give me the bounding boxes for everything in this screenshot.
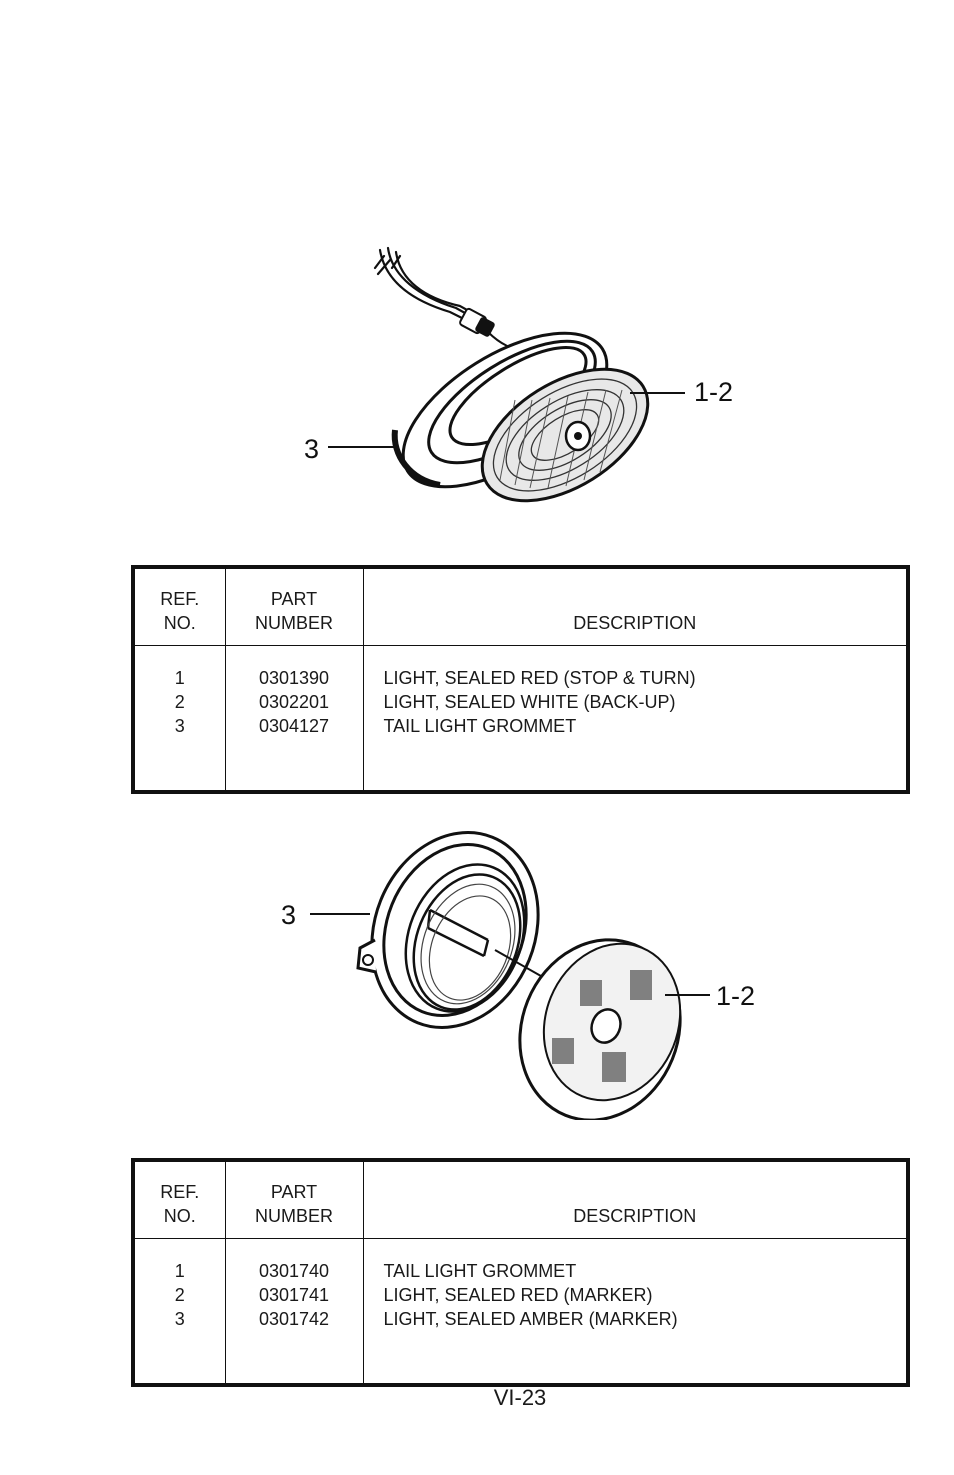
table-row: 0301742	[258, 1309, 330, 1329]
part-number-cell: 0301740 0301741 0301742	[224, 1238, 364, 1385]
parts-table-1: REF. NO. PART NUMBER DESCRIPTION 1 2 3 0…	[131, 565, 910, 794]
ref-no-header: REF. NO.	[132, 1160, 226, 1239]
description-header: DESCRIPTION	[362, 567, 909, 646]
description-header: DESCRIPTION	[362, 1160, 909, 1239]
table-row: 0301740	[258, 1261, 330, 1281]
table-row: 2	[174, 1285, 185, 1305]
ref-no-cell: 1 2 3	[132, 1238, 226, 1385]
round-marker-light-illustration	[310, 831, 710, 1120]
figure2-callout-light: 1-2	[716, 981, 756, 1011]
table-row: 0302201	[258, 692, 330, 712]
table-row: LIGHT, SEALED RED (STOP & TURN)	[383, 668, 696, 688]
description-cell: TAIL LIGHT GROMMET LIGHT, SEALED RED (MA…	[362, 1238, 909, 1385]
table-row: TAIL LIGHT GROMMET	[383, 1261, 577, 1281]
table-header-row: REF. NO. PART NUMBER DESCRIPTION	[132, 567, 909, 646]
table-row: LIGHT, SEALED RED (MARKER)	[383, 1285, 653, 1305]
table-header-row: REF. NO. PART NUMBER DESCRIPTION	[132, 1160, 909, 1239]
table-row: LIGHT, SEALED WHITE (BACK-UP)	[383, 692, 676, 712]
figure1-callout-grommet: 3	[304, 434, 320, 464]
ref-no-cell: 1 2 3	[132, 645, 226, 792]
table-row: 3	[174, 716, 185, 736]
figure1-callout-light: 1-2	[694, 377, 734, 407]
table-body-row: 1 2 3 0301390 0302201 0304127 LIGHT, SEA…	[132, 645, 909, 792]
table-row: 0304127	[258, 716, 330, 736]
table-row: 3	[174, 1309, 185, 1329]
parts-table-2: REF. NO. PART NUMBER DESCRIPTION 1 2 3 0…	[131, 1158, 910, 1387]
description-cell: LIGHT, SEALED RED (STOP & TURN) LIGHT, S…	[362, 645, 909, 792]
table-row: 1	[174, 668, 185, 688]
table-body-row: 1 2 3 0301740 0301741 0301742 TAIL LIGHT…	[132, 1238, 909, 1385]
table-row: 0301741	[258, 1285, 330, 1305]
page-number: VI-23	[493, 1385, 547, 1410]
part-number-header: PART NUMBER	[224, 567, 364, 646]
table-row: TAIL LIGHT GROMMET	[383, 716, 577, 736]
table-row: 2	[174, 692, 185, 712]
table-row: 0301390	[258, 668, 330, 688]
oval-tail-light-illustration	[328, 246, 685, 503]
table-row: 1	[174, 1261, 185, 1281]
ref-no-header: REF. NO.	[132, 567, 226, 646]
figure2-callout-grommet: 3	[281, 900, 297, 930]
part-number-cell: 0301390 0302201 0304127	[224, 645, 364, 792]
part-number-header: PART NUMBER	[224, 1160, 364, 1239]
table-row: LIGHT, SEALED AMBER (MARKER)	[383, 1309, 678, 1329]
